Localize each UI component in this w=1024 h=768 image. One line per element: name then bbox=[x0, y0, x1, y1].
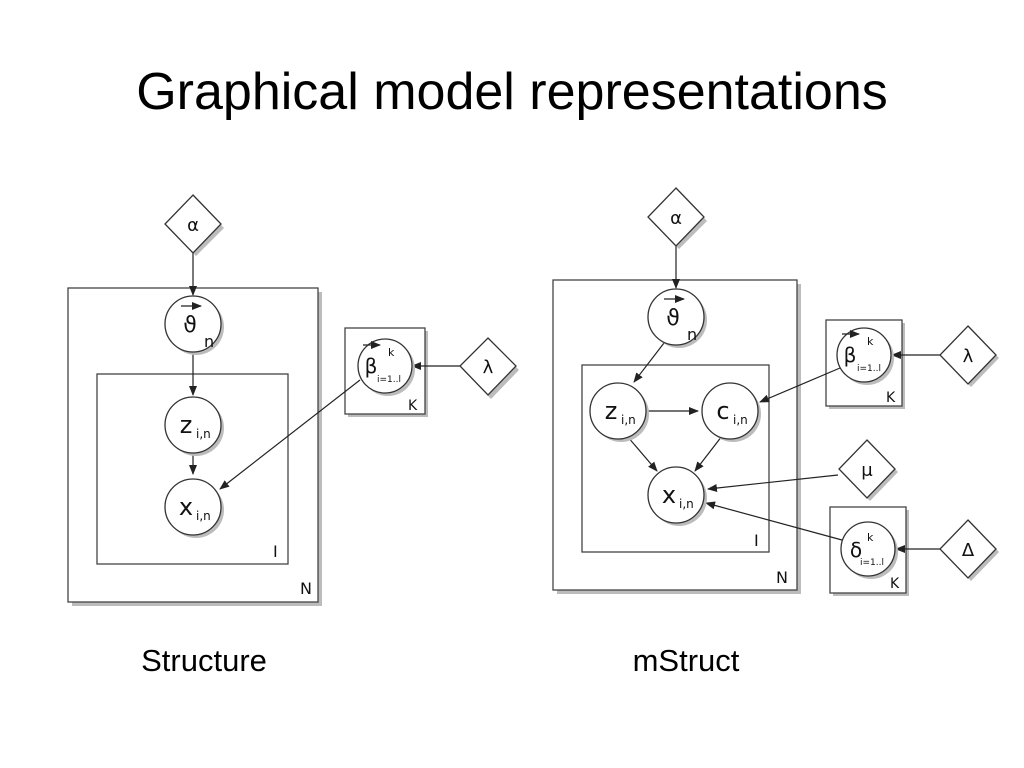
x-node: x i,n bbox=[647, 466, 707, 526]
lambda-node: λ bbox=[939, 325, 999, 387]
edge-c-x bbox=[694, 435, 723, 472]
beta-label: β bbox=[365, 354, 378, 378]
edge-delta-x bbox=[705, 501, 843, 541]
beta-sup: k bbox=[867, 335, 874, 348]
z-label: z bbox=[180, 411, 193, 439]
lambda-label: λ bbox=[963, 346, 974, 367]
edge-beta-c bbox=[759, 367, 841, 403]
edge-z-x bbox=[626, 435, 658, 472]
x-label: x bbox=[662, 481, 676, 509]
caption-mstruct: mStruct bbox=[632, 643, 740, 678]
plate-n-label: N bbox=[776, 568, 788, 587]
alpha-label: α bbox=[670, 208, 682, 229]
z-node: z i,n bbox=[589, 382, 649, 442]
theta-sub: n bbox=[687, 325, 697, 344]
structure-model: N I K α ϑ n bbox=[67, 194, 519, 606]
alpha-label: α bbox=[187, 215, 199, 236]
beta-sup: k bbox=[388, 346, 395, 359]
mstruct-model: N I K K α bbox=[552, 187, 999, 596]
Delta-label: Δ bbox=[962, 540, 975, 561]
x-node: x i,n bbox=[164, 478, 224, 538]
delta-sup: k bbox=[867, 531, 874, 544]
delta-node: δ k i=1..l bbox=[840, 521, 898, 579]
lambda-node: λ bbox=[459, 337, 519, 399]
edge-beta-x bbox=[219, 379, 361, 490]
z-node: z i,n bbox=[164, 396, 224, 456]
alpha-node: α bbox=[647, 187, 707, 249]
c-label: c bbox=[716, 397, 729, 425]
mu-node: μ bbox=[838, 439, 898, 501]
plate-i-label: I bbox=[754, 531, 759, 550]
theta-sub: n bbox=[204, 332, 214, 351]
alpha-node: α bbox=[164, 194, 224, 256]
plate-k-delta-label: K bbox=[890, 576, 900, 592]
plate-k-beta-label: K bbox=[886, 390, 896, 406]
Delta-node: Δ bbox=[939, 519, 999, 581]
x-sub: i,n bbox=[196, 509, 211, 523]
c-node: c i,n bbox=[701, 382, 761, 442]
lambda-label: λ bbox=[483, 357, 494, 378]
z-sub: i,n bbox=[621, 413, 636, 427]
theta-label: ϑ bbox=[183, 313, 197, 338]
beta-sub: i=1..l bbox=[857, 364, 881, 374]
beta-node: β k i=1..l bbox=[836, 327, 894, 385]
beta-sub: i=1..l bbox=[377, 375, 401, 385]
caption-structure: Structure bbox=[141, 643, 267, 678]
beta-label: β bbox=[844, 343, 857, 367]
x-sub: i,n bbox=[679, 497, 694, 511]
theta-label: ϑ bbox=[666, 306, 680, 331]
plate-k-label: K bbox=[408, 398, 418, 414]
z-sub: i,n bbox=[196, 427, 211, 441]
edge-mu-x bbox=[707, 474, 839, 493]
z-label: z bbox=[605, 397, 618, 425]
c-sub: i,n bbox=[733, 413, 748, 427]
theta-node: ϑ n bbox=[164, 295, 224, 355]
delta-label: δ bbox=[850, 538, 862, 562]
mu-label: μ bbox=[861, 460, 873, 481]
theta-node: ϑ n bbox=[647, 288, 707, 348]
delta-sub: i=1..l bbox=[860, 558, 884, 568]
plate-i-label: I bbox=[273, 542, 278, 561]
x-label: x bbox=[179, 493, 193, 521]
slide-title: Graphical model representations bbox=[136, 63, 888, 121]
edge-theta-z bbox=[633, 342, 665, 383]
plate-n-label: N bbox=[300, 579, 312, 598]
beta-node: β k i=1..l bbox=[357, 338, 415, 396]
